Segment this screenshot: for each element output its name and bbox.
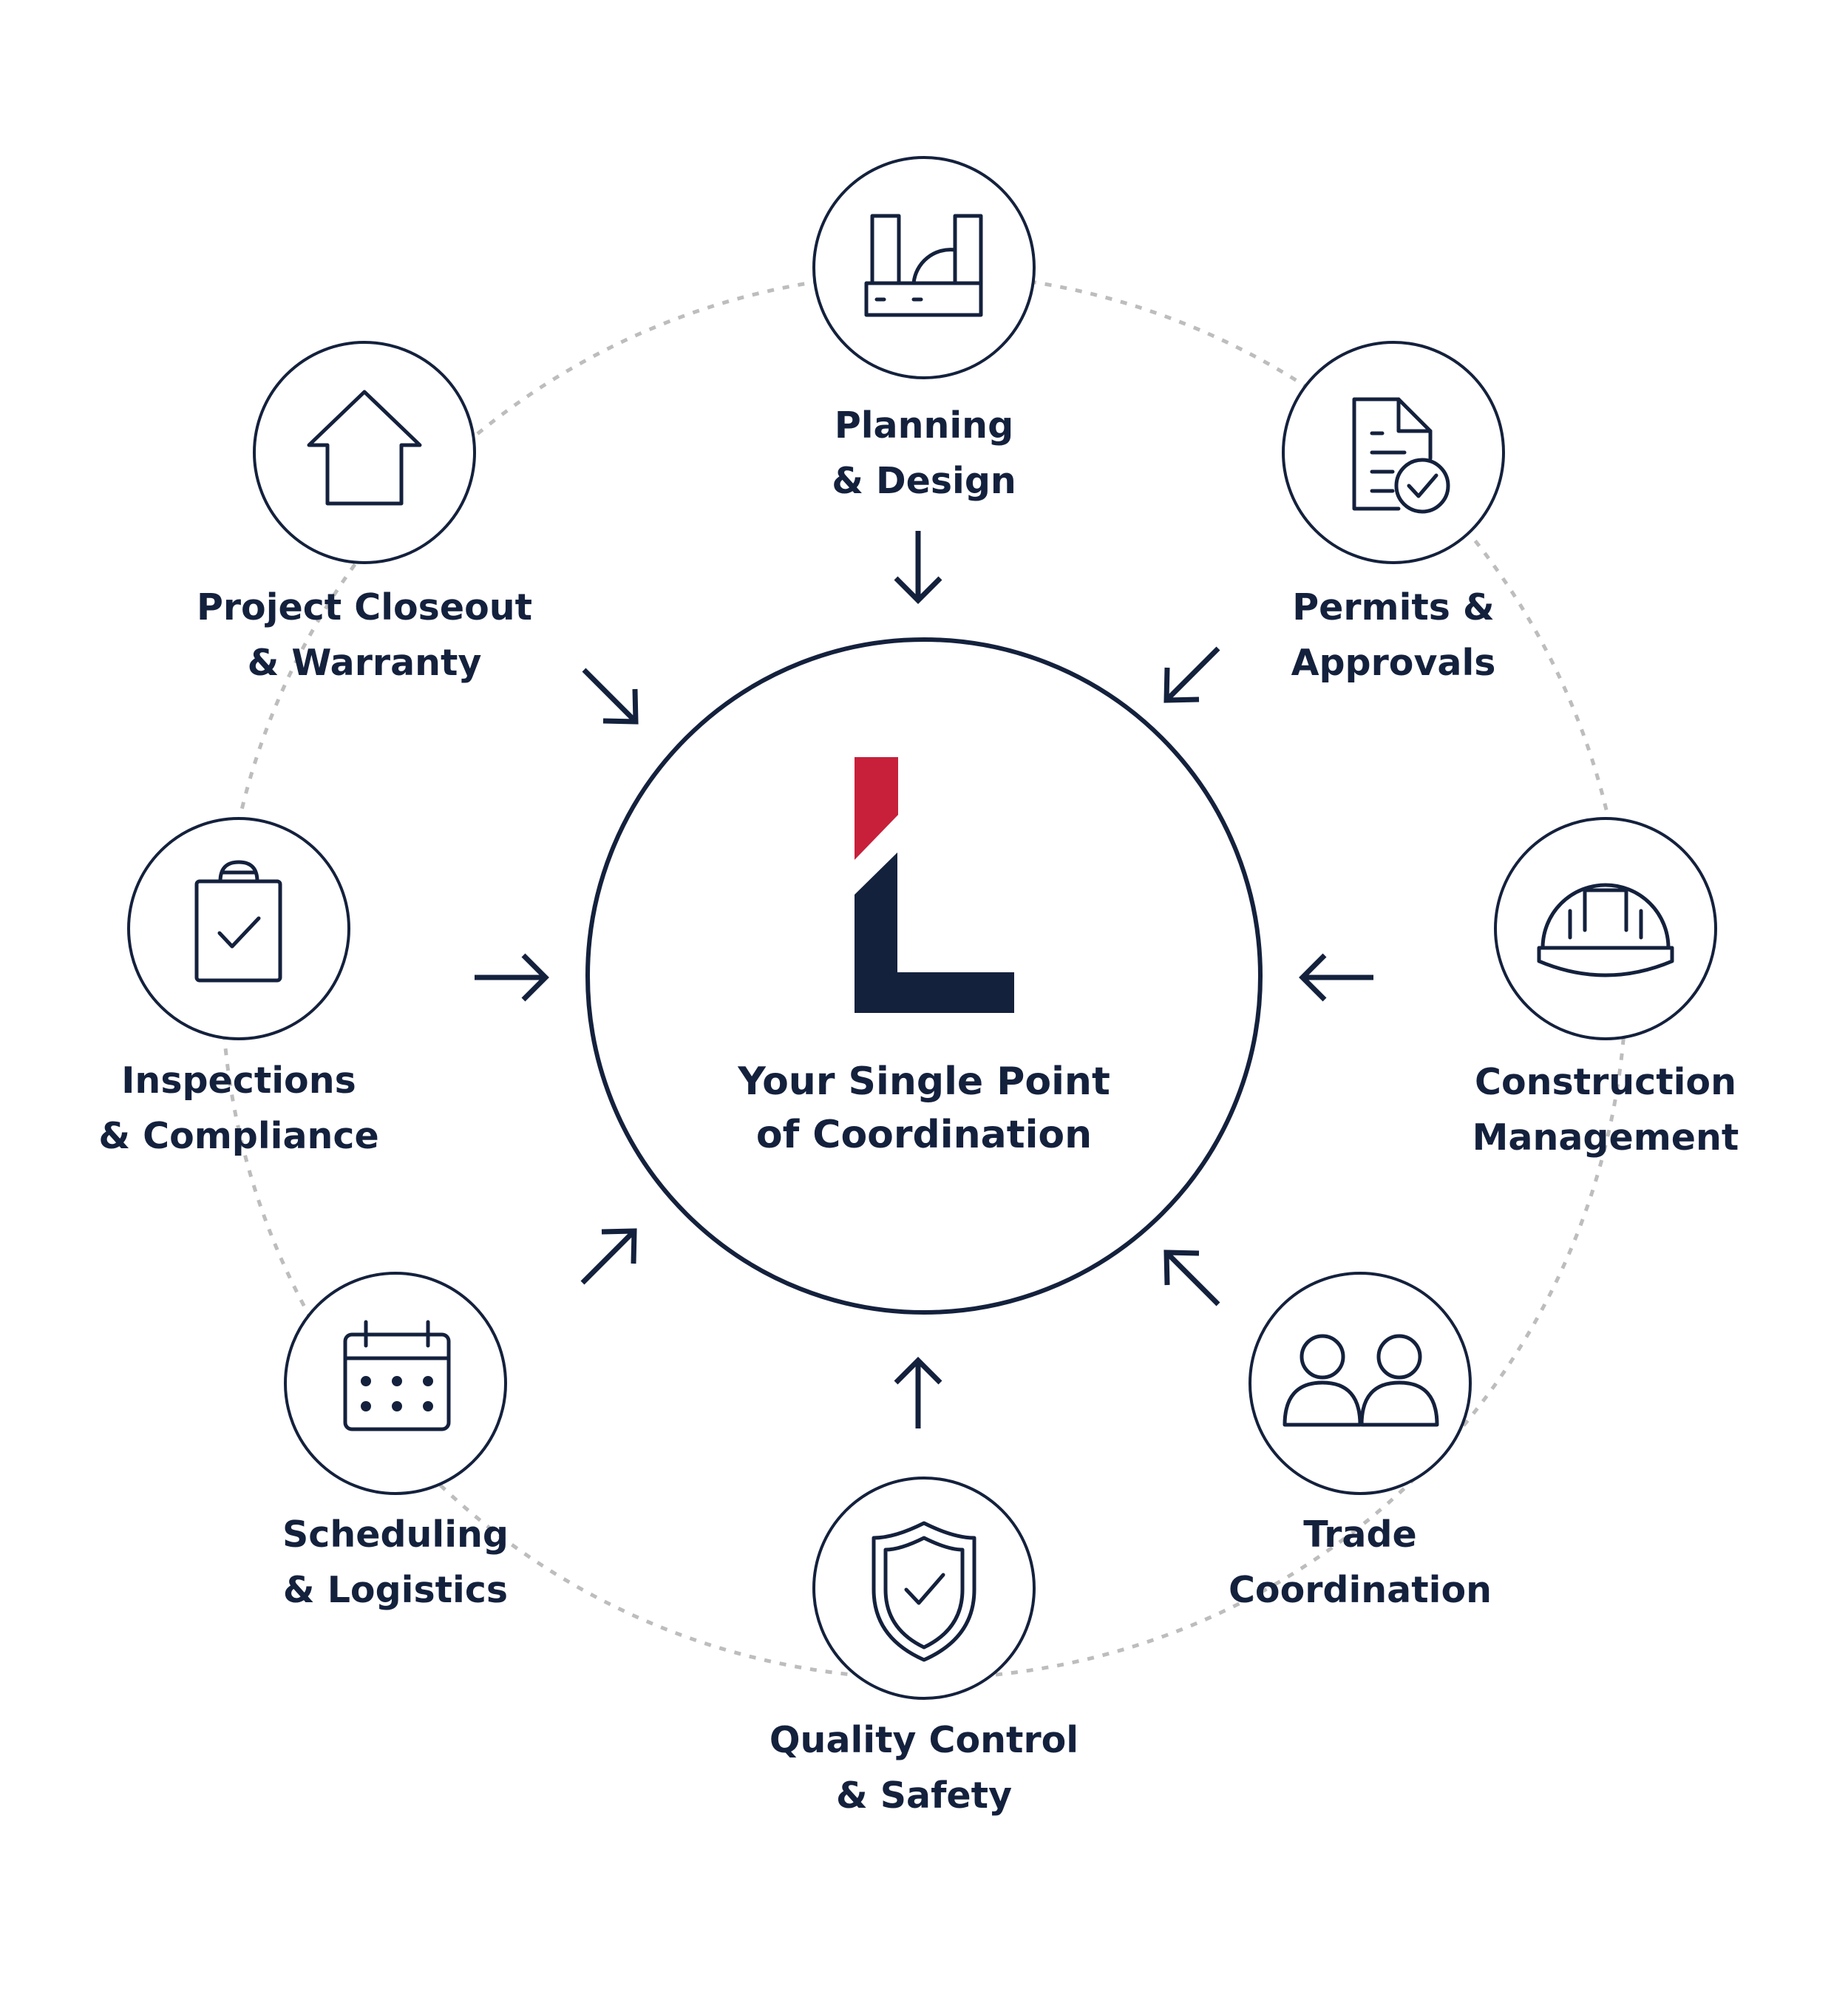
node-planning-design: Planning & Design <box>812 156 1036 502</box>
arrow-from-project-closeout-warranty <box>582 668 639 725</box>
node-trade-coordination: Trade Coordination <box>1229 1272 1492 1611</box>
quality-control-safety-circle <box>812 1477 1036 1700</box>
arrow-from-permits-approvals <box>1164 646 1220 703</box>
node-project-closeout-warranty: Project Closeout & Warranty <box>197 341 532 684</box>
project-closeout-warranty-label-line-2: & Warranty <box>248 642 482 684</box>
inspections-compliance-circle <box>127 817 350 1040</box>
planning-design-label-line-2: & Design <box>832 460 1016 502</box>
arrow-from-construction-management <box>1299 953 1373 1002</box>
people-icon <box>1283 1334 1439 1427</box>
arrow-from-planning-design <box>894 531 942 604</box>
trade-coordination-label-line-2: Coordination <box>1229 1569 1492 1611</box>
inspections-compliance-label-line-1: Inspections <box>121 1060 356 1102</box>
inspections-compliance-label-line-2: & Compliance <box>98 1115 378 1157</box>
scheduling-logistics-label-line-1: Scheduling <box>282 1513 509 1556</box>
quality-control-safety-label-line-2: & Safety <box>836 1774 1012 1817</box>
arrow-from-inspections-compliance <box>475 953 549 1002</box>
calendar-icon <box>343 1320 451 1431</box>
node-inspections-compliance: Inspections & Compliance <box>98 817 379 1157</box>
scheduling-logistics-label-line-2: & Logistics <box>283 1569 508 1611</box>
logo-red-bar <box>855 757 898 860</box>
planning-design-label-line-1: Planning <box>835 404 1013 447</box>
arrow-from-trade-coordination <box>1164 1250 1220 1306</box>
project-closeout-warranty-label-line-1: Project Closeout <box>197 586 532 628</box>
quality-control-safety-label-line-1: Quality Control <box>770 1719 1078 1761</box>
permits-approvals-label-line-1: Permits & <box>1292 586 1495 628</box>
trade-coordination-label-line-1: Trade <box>1303 1513 1417 1556</box>
construction-management-label-line-1: Construction <box>1475 1061 1736 1103</box>
node-quality-control-safety: Quality Control & Safety <box>770 1477 1078 1817</box>
hard-hat-icon <box>1537 883 1674 977</box>
house-icon <box>307 390 422 506</box>
center-title-line-2: of Coordination <box>756 1113 1092 1157</box>
L-logo <box>855 757 1014 1013</box>
shield-check-icon <box>872 1521 976 1662</box>
project-closeout-warranty-circle <box>253 341 476 564</box>
logo-navy-l <box>855 852 1014 1013</box>
arrow-from-quality-control-safety <box>894 1357 942 1428</box>
center-title-line-1: Your Single Point <box>737 1060 1110 1104</box>
construction-management-label-line-2: Management <box>1472 1116 1739 1159</box>
trade-coordination-circle <box>1249 1272 1472 1495</box>
permits-approvals-label-line-2: Approvals <box>1291 642 1496 684</box>
calendar-dots <box>361 1376 433 1411</box>
arrow-from-scheduling-logistics <box>580 1228 637 1285</box>
planning-design-circle <box>812 156 1036 379</box>
factory-blueprint-icon <box>864 214 983 317</box>
node-scheduling-logistics: Scheduling & Logistics <box>282 1272 509 1611</box>
document-check-icon <box>1352 397 1450 514</box>
node-permits-approvals: Permits & Approvals <box>1282 341 1505 684</box>
construction-management-circle <box>1494 817 1717 1040</box>
node-construction-management: Construction Management <box>1472 817 1739 1159</box>
clipboard-check-icon <box>194 860 282 983</box>
